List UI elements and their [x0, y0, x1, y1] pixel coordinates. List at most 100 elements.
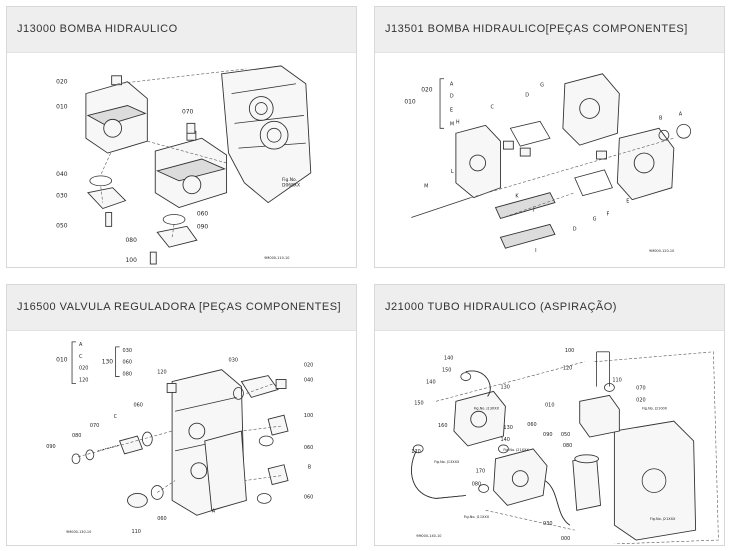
svg-text:140: 140 — [426, 380, 435, 386]
svg-text:070: 070 — [636, 385, 645, 391]
svg-text:120: 120 — [411, 449, 420, 455]
svg-text:040: 040 — [304, 378, 313, 384]
svg-text:D: D — [450, 94, 454, 100]
svg-text:100: 100 — [565, 348, 574, 354]
svg-text:Fig.No. J13XXX: Fig.No. J13XXX — [434, 460, 460, 464]
svg-text:090: 090 — [543, 432, 552, 438]
svg-text:120: 120 — [563, 366, 572, 372]
diagram-tubo: 100 140 150 120 140 130 150 160 120 140 … — [411, 348, 719, 544]
exploded-diagram[interactable]: 100 140 150 120 140 130 150 160 120 140 … — [376, 332, 723, 544]
diagram-valvula: 010 A C 020 120 130 030 060 080 — [46, 341, 313, 535]
svg-text:020: 020 — [421, 87, 433, 94]
svg-text:050: 050 — [561, 432, 570, 438]
label-010: 010 — [56, 103, 68, 110]
svg-text:110: 110 — [131, 529, 140, 535]
svg-text:A: A — [450, 82, 454, 88]
svg-text:070: 070 — [90, 423, 99, 429]
svg-text:J: J — [532, 207, 534, 213]
catalog-card-bomba-hidraulico-pecas[interactable]: J13501 BOMBA HIDRAULICO[PEÇAS COMPONENTE… — [374, 6, 725, 268]
svg-text:A: A — [679, 111, 683, 117]
svg-text:130: 130 — [500, 384, 509, 390]
svg-text:D: D — [573, 226, 577, 232]
diagram-bomba-pecas: 010 020 A D E M — [404, 73, 692, 254]
label-080: 080 — [126, 237, 138, 244]
svg-text:E: E — [450, 107, 453, 113]
svg-text:060: 060 — [304, 494, 313, 500]
svg-text:170: 170 — [476, 469, 485, 475]
label-020: 020 — [56, 79, 68, 86]
card-title: J13000 BOMBA HIDRAULICO — [17, 23, 178, 35]
svg-text:060: 060 — [133, 402, 142, 408]
svg-text:L: L — [451, 169, 454, 175]
catalog-card-tubo-hidraulico[interactable]: J21000 TUBO HIDRAULICO (ASPIRAÇÃO) — [374, 284, 725, 546]
svg-text:060: 060 — [157, 516, 166, 522]
svg-text:D: D — [525, 93, 529, 99]
svg-text:I: I — [535, 248, 536, 254]
svg-text:080: 080 — [563, 443, 572, 449]
svg-text:M: M — [450, 121, 454, 127]
svg-text:140: 140 — [444, 356, 453, 362]
svg-text:Fig.No. J11XXX: Fig.No. J11XXX — [464, 515, 490, 519]
svg-text:150: 150 — [442, 368, 451, 374]
svg-text:G: G — [540, 83, 544, 89]
label-090: 090 — [197, 223, 209, 230]
svg-text:F: F — [606, 211, 609, 217]
svg-text:Fig.No. J21XXX: Fig.No. J21XXX — [503, 448, 529, 452]
svg-text:030: 030 — [229, 358, 238, 364]
catalog-card-valvula-reguladora[interactable]: J16500 VALVULA REGULADORA [PEÇAS COMPONE… — [6, 284, 357, 546]
diagram-bomba-hidraulico: 020 010 070 040 030 050 060 090 080 100 … — [56, 65, 312, 265]
exploded-diagram[interactable]: 020 010 070 040 030 050 060 090 080 100 … — [8, 54, 355, 266]
svg-text:A: A — [79, 342, 83, 348]
svg-text:020: 020 — [636, 397, 645, 403]
svg-text:090: 090 — [46, 444, 55, 450]
svg-text:B: B — [659, 115, 663, 121]
svg-text:000: 000 — [561, 536, 570, 542]
diagram-code: 9M000-120-10 — [649, 249, 674, 253]
svg-text:030: 030 — [543, 521, 552, 527]
svg-text:130: 130 — [102, 359, 114, 366]
svg-text:140: 140 — [500, 437, 509, 443]
svg-text:C: C — [491, 104, 495, 110]
label-030: 030 — [56, 193, 68, 200]
svg-text:010: 010 — [404, 99, 416, 106]
label-060: 060 — [197, 210, 209, 217]
svg-text:150: 150 — [414, 400, 423, 406]
catalog-card-bomba-hidraulico[interactable]: J13000 BOMBA HIDRAULICO — [6, 6, 357, 268]
svg-text:060: 060 — [123, 360, 132, 366]
exploded-diagram[interactable]: 010 A C 020 120 130 030 060 080 — [8, 332, 355, 544]
svg-text:080: 080 — [72, 433, 81, 439]
card-title: J13501 BOMBA HIDRAULICO[PEÇAS COMPONENTE… — [385, 23, 688, 35]
svg-text:Fig.No. J21XXX: Fig.No. J21XXX — [650, 517, 676, 521]
label-100: 100 — [126, 257, 138, 264]
svg-text:080: 080 — [123, 372, 132, 378]
diagram-code: 9M000-110-10 — [264, 256, 289, 260]
svg-text:120: 120 — [157, 370, 166, 376]
svg-text:C: C — [79, 354, 83, 360]
svg-text:020: 020 — [79, 366, 88, 372]
svg-text:130: 130 — [503, 425, 512, 431]
svg-text:G: G — [593, 216, 597, 222]
svg-text:C: C — [114, 414, 118, 420]
diagram-code: 9M000-140-10 — [416, 534, 441, 538]
card-title: J21000 TUBO HIDRAULICO (ASPIRAÇÃO) — [385, 301, 617, 313]
ref-fig-label: Fig.No. — [282, 177, 297, 183]
svg-text:M: M — [424, 184, 428, 190]
card-header: J13000 BOMBA HIDRAULICO — [7, 7, 356, 53]
svg-text:K: K — [515, 194, 519, 200]
label-040: 040 — [56, 171, 68, 178]
svg-text:010: 010 — [56, 357, 68, 364]
svg-text:A: A — [212, 508, 216, 514]
diagram-code: 9M000-130-10 — [66, 530, 91, 534]
svg-text:E: E — [626, 199, 629, 205]
svg-text:100: 100 — [304, 413, 313, 419]
card-header: J21000 TUBO HIDRAULICO (ASPIRAÇÃO) — [375, 285, 724, 331]
svg-text:H: H — [456, 119, 460, 125]
svg-text:060: 060 — [527, 422, 536, 428]
svg-text:020: 020 — [304, 363, 313, 369]
exploded-diagram[interactable]: 010 020 A D E M — [376, 54, 723, 266]
label-070: 070 — [182, 108, 194, 115]
svg-text:B: B — [308, 465, 312, 471]
svg-text:080: 080 — [472, 482, 481, 488]
svg-text:060: 060 — [304, 445, 313, 451]
svg-text:030: 030 — [123, 348, 132, 354]
